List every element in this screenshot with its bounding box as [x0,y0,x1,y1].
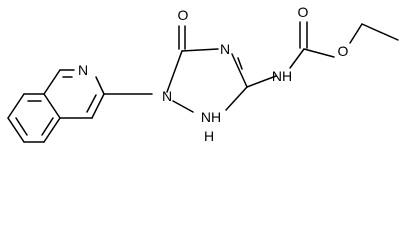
bond [361,23,399,41]
bond [246,75,277,88]
double-bond-inner [86,94,97,113]
bond [349,23,363,44]
bond [7,93,25,119]
atom-n-quinoline: N [78,62,88,78]
bond [43,117,61,143]
molecule-diagram: O N N NH H NH O O N [7,4,399,144]
atom-nh-carbamate: NH [272,68,292,84]
atom-o-ring-carbonyl: O [178,7,189,23]
quinoline-benzene-ring [7,93,61,143]
quinoline-pyridine-ring [43,69,105,119]
atom-nh-ring-2: NH [201,109,221,125]
bond [289,48,305,69]
bond [43,93,61,119]
double-bond-inner [15,117,28,136]
atom-n-ring-1: N [162,88,172,104]
double-bond-inner [237,57,243,70]
bond [181,48,219,52]
atom-o-carbamate-ester: O [338,43,349,59]
bond [43,69,61,95]
triazolone-ring [166,25,248,113]
bond [91,93,105,119]
atom-o-carbamate-carbonyl: O [298,4,309,20]
bond [7,117,25,143]
bond [231,53,248,88]
bond [172,100,194,113]
carbamate-chain [246,21,399,88]
structure-canvas: O N N NH H NH O O N [7,4,399,144]
bond [303,48,335,58]
bond [166,50,183,93]
double-bond-inner [41,117,54,136]
atom-h-ring-2: H [204,128,214,144]
atom-n-ring-4: N [220,41,230,57]
bond [225,86,248,111]
bond [95,76,105,95]
